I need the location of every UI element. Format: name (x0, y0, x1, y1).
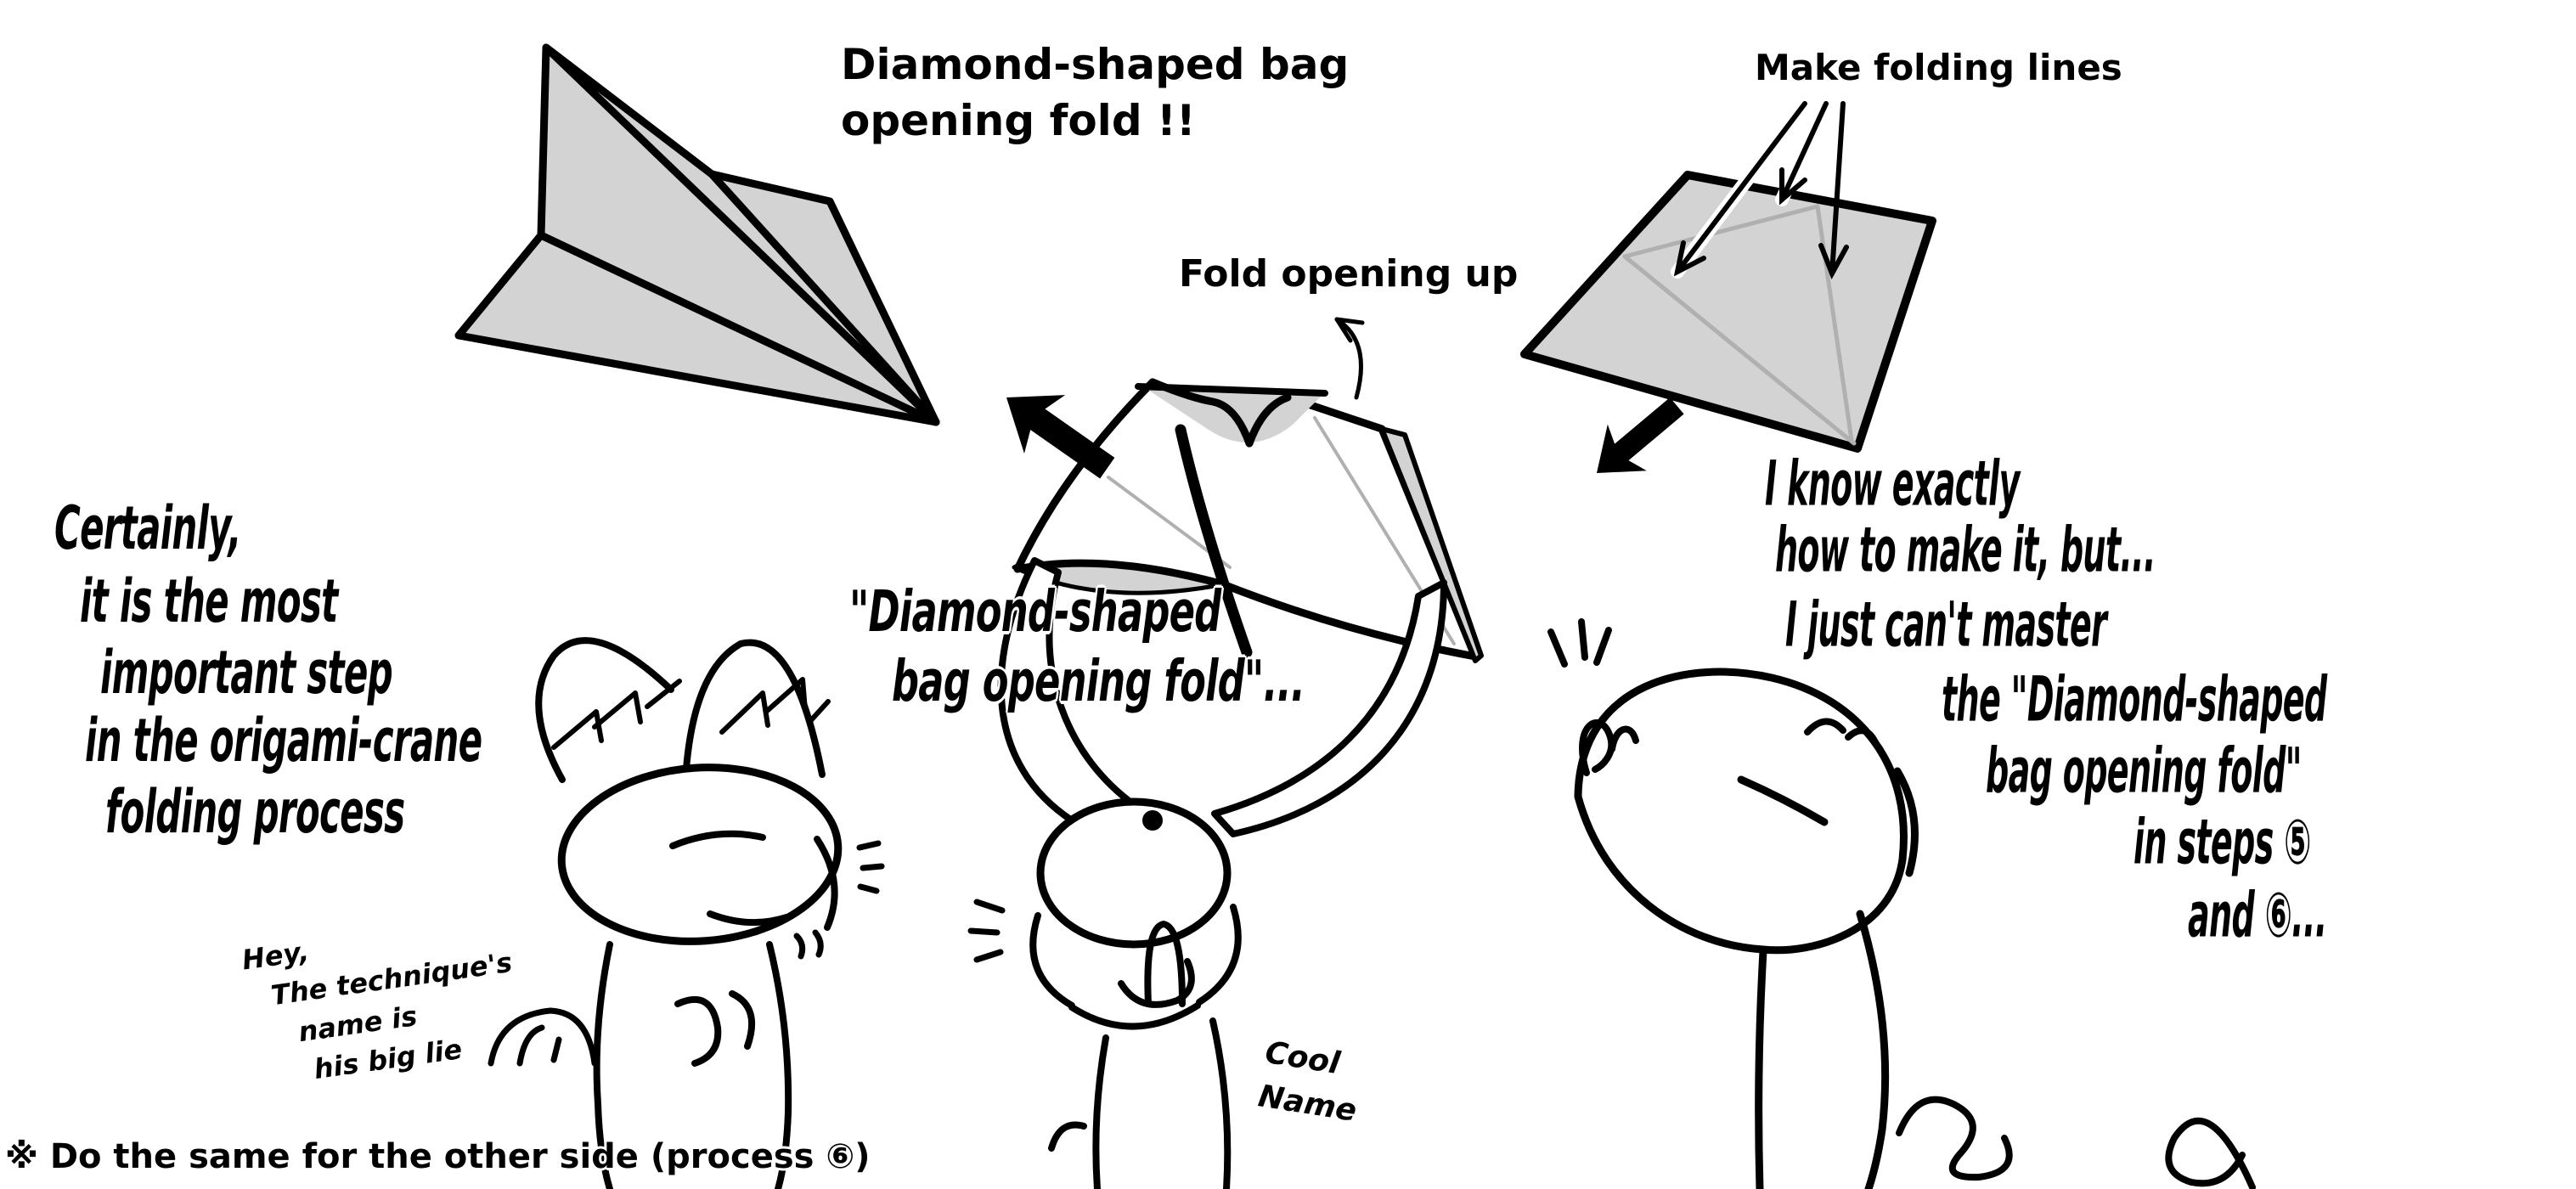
cat-speech-line: folding process (105, 778, 405, 848)
cat-motion-marks (793, 840, 885, 960)
result-diagram-title-line2: opening fold !! (841, 96, 1196, 145)
fold-opening-up-label: Fold opening up (1179, 252, 1519, 296)
result-diagram-title-line1: Diamond-shaped bag (841, 40, 1350, 89)
chick-body (1856, 910, 1890, 1189)
chick-body (1755, 947, 1767, 1189)
cat-body (593, 941, 613, 1189)
cat-ear-left (535, 637, 674, 783)
center-fold-edge (1175, 424, 1253, 658)
cat-eye (669, 830, 766, 849)
cat-ear-right-fur (719, 677, 831, 735)
rabbit-aside-text: Cool Name (1255, 1031, 1367, 1134)
cat-head (557, 764, 843, 945)
cat-speech-line: Certainly, (54, 494, 241, 564)
chick-speech-line: bag opening fold" (1986, 735, 2303, 808)
pointer-arrow (1779, 101, 1829, 202)
rabbit-foot (1048, 1121, 1087, 1152)
chick-speech-line: and ⑥... (2188, 880, 2327, 952)
cat-speech-line: important step (100, 639, 393, 708)
pointer-arrow (1675, 101, 1807, 274)
chick-head (1574, 668, 1908, 955)
chick-eye (1579, 718, 1639, 776)
fold-up-arrowhead (1334, 317, 1365, 343)
rabbit-eye (1142, 810, 1163, 831)
step-arrow-right-icon (1597, 397, 1684, 473)
rabbit-head (1036, 797, 1232, 949)
chick-speech-line: I know exactly (1765, 448, 2020, 521)
rabbit-character (967, 557, 1447, 1189)
cat-speech-line: it is the most (80, 567, 338, 637)
cat-ear-right (683, 639, 826, 778)
origami-result-diagram (454, 43, 940, 426)
fold-up-arrow (1334, 317, 1363, 400)
flap-edge (1148, 378, 1292, 448)
cat-body (766, 941, 792, 1189)
result-fold-line (537, 231, 940, 426)
cat-character (488, 637, 885, 1189)
chick-tail-curl (1896, 1096, 2013, 1181)
rabbit-body (1092, 1017, 1232, 1189)
chick-tail-curl (2165, 1117, 2256, 1189)
cat-mouth (707, 910, 790, 927)
rabbit-shoulders (1068, 1002, 1201, 1030)
chick-motion-marks (1547, 618, 1612, 668)
cat-speech-line: in the origami-crane (85, 707, 482, 776)
chick-speech-line: the "Diamond-shaped (1942, 664, 2327, 736)
cat-ear-left-fur (551, 679, 682, 750)
pointer-arrowhead (1818, 243, 1849, 280)
chick-jaw (1893, 767, 1919, 877)
rabbit-arm-right (1196, 904, 1242, 1006)
origami-flat-square-diagram (1520, 171, 1936, 453)
chick-character (1547, 618, 2256, 1189)
step-arrow-left-icon (1006, 395, 1115, 479)
chick-brow (1737, 775, 1829, 826)
result-fold-line (707, 170, 940, 426)
rabbit-ear-right (1211, 579, 1447, 837)
cat-cheek (814, 836, 838, 931)
back-edge (1135, 383, 1328, 397)
rabbit-finger (1144, 921, 1186, 1007)
cat-paws (674, 990, 756, 1067)
chick-speech-line: in steps ⑤ (2134, 807, 2311, 879)
chick-speech-line: how to make it, but... (1775, 515, 2156, 587)
rabbit-speech-line: "Diamond-shaped (849, 579, 1221, 645)
rabbit-speech-line: bag opening fold"... (892, 649, 1305, 715)
pointer-arrow (1829, 101, 1846, 276)
square-outline (1520, 171, 1936, 453)
chick-beak (1804, 718, 1879, 746)
footnote: ※ Do the same for the other side (proces… (5, 1137, 871, 1176)
make-folding-lines-label: Make folding lines (1755, 47, 2122, 88)
rabbit-motion-marks (967, 899, 1006, 963)
rabbit-hand (1118, 958, 1195, 1008)
pointer-arrowhead (1779, 167, 1807, 206)
cat-foot (488, 1007, 598, 1067)
pointer-arrowhead (1673, 240, 1706, 277)
folding-lines-pointer-arrows (1671, 97, 1849, 280)
result-fold-line (542, 43, 940, 426)
chick-speech-line: I just can't master (1785, 589, 2107, 662)
rabbit-arm-left (1029, 912, 1075, 1009)
